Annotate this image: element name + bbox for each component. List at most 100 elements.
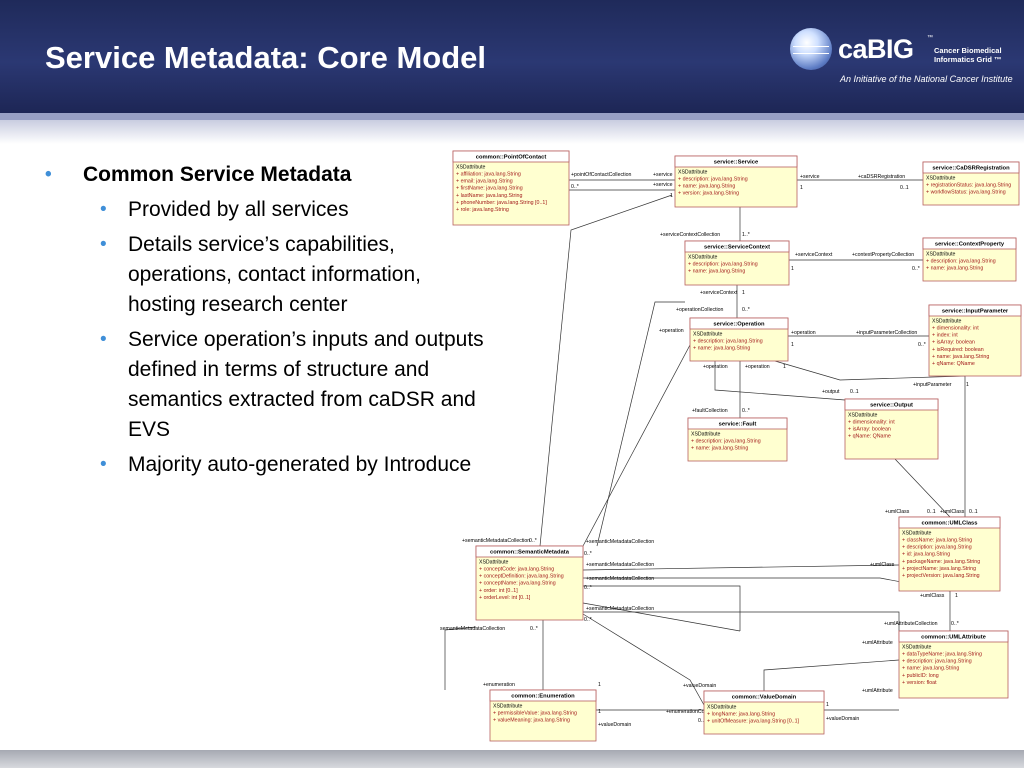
class-attribute: + name: java.lang.String [932,354,989,360]
class-name: service::Output [870,403,913,409]
class-stereotype: XSDattribute [456,165,486,171]
bullet-dot-icon: • [100,329,107,350]
slide-footer [0,750,1024,768]
class-header [489,689,597,702]
class-attribute: + name: java.lang.String [688,269,745,275]
association-label: 0..* [912,266,920,272]
class-attribute: + longName: java.lang.String [707,712,775,718]
class-name: service::Service [714,160,759,166]
class-attribute: + valueMeaning: java.lang.String [493,718,570,724]
class-stereotype: XSDattribute [688,255,718,261]
bullet-item: • Service operation’s inputs and outputs … [40,325,490,445]
class-attribute: + role: java.lang.String [456,207,509,213]
class-attribute: + email: java.lang.String [456,179,513,185]
class-stereotype: XSDattribute [926,252,956,258]
association-label: +umlAttribute [862,688,893,694]
class-attribute: + description: java.lang.String [902,659,972,665]
association-label: 1 [826,702,829,708]
class-attribute: + workflowStatus: java.lang.String [926,190,1006,196]
class-attribute: + orderLevel: int [0..1] [479,595,531,601]
association-label: 0..* [530,626,538,632]
class-attribute: + unitOfMeasure: java.lang.String [0..1] [707,719,800,725]
class-stereotype: XSDattribute [493,704,523,710]
class-header [844,398,939,411]
association-label: 0..* [584,585,592,591]
association-label: +serviceContext [795,252,833,258]
class-attribute: + conceptCode: java.lang.String [479,567,554,573]
class-box [475,545,584,621]
association-label: +enumerationCollection [666,709,721,715]
association-label: +semanticMetadataCollection [440,626,505,632]
class-attribute: + version: float [902,680,937,686]
class-attribute: + name: java.lang.String [693,346,750,352]
class-attribute: + phoneNumber: java.lang.String [0..1] [456,200,547,206]
class-attribute: + conceptDefinition: java.lang.String [479,574,564,580]
association-label: 1 [742,290,745,296]
association-label: 0..* [742,408,750,414]
association-label: 0..* [584,617,592,623]
class-attribute: + index: int [932,333,958,339]
bullet-dot-icon: • [100,234,107,255]
bullet-text: Provided by all services [128,198,349,221]
class-name: service::InputParameter [942,309,1009,315]
association-label: 1 [955,593,958,599]
class-attribute: + dimensionality: int [848,420,895,426]
association-label: 0..1 [969,509,978,515]
class-attribute: + projectVersion: java.lang.String [902,573,980,579]
class-name: common::SemanticMetadata [490,550,570,556]
class-attribute: + version: java.lang.String [678,191,739,197]
class-stereotype: XSDattribute [932,319,962,325]
class-box [898,516,1001,592]
association-label: 1 [791,266,794,272]
class-box [928,304,1022,377]
class-header [922,237,1017,250]
cabig-logo: caBIG ™ Cancer Biomedical Informatics Gr… [790,22,1015,92]
association-label: +semanticMetadataCollection [586,576,654,582]
class-stereotype: XSDattribute [479,560,509,566]
association-label: 1 [598,682,601,688]
association-label: 1 [966,382,969,388]
association-label: 0..* [571,184,579,190]
association-label: +inputParameter [913,382,952,388]
association-line [444,626,477,690]
class-stereotype: XSDattribute [926,176,956,182]
class-attribute: + name: java.lang.String [691,446,748,452]
class-attribute: + name: java.lang.String [902,666,959,672]
association-label: +faultCollection [692,408,728,414]
class-stereotype: XSDattribute [678,170,708,176]
class-attribute: + description: java.lang.String [902,545,972,551]
class-attribute: + affiliation: java.lang.String [456,172,521,178]
class-header [684,240,790,253]
association-line [774,360,966,381]
class-header [898,516,1001,529]
association-line [582,613,705,706]
association-label: 0..* [742,307,750,313]
class-name: service::Fault [719,422,757,428]
association-label: +output [822,389,840,395]
class-header [689,317,789,330]
class-attribute: + projectName: java.lang.String [902,566,976,572]
association-label: +valueDomain [598,722,631,728]
association-label: 0..* [584,551,592,557]
logo-subtitle-1: Cancer Biomedical [934,46,1002,55]
association-label: +semanticMetadataCollection [586,539,654,545]
association-label: +operation [745,364,770,370]
association-label: 1..* [742,232,750,238]
association-label: +operation [659,328,684,334]
class-attribute: + dimensionality: int [932,326,979,332]
association-label: 0..* [529,538,537,544]
class-attribute: + publicID: long [902,673,939,679]
association-label: +valueDomain [683,683,716,689]
association-label: 1 [670,193,673,199]
association-label: +operation [791,330,816,336]
bullet-text: Service operation’s inputs and outputs d… [128,328,484,441]
association-label: +operationCollection [676,307,724,313]
